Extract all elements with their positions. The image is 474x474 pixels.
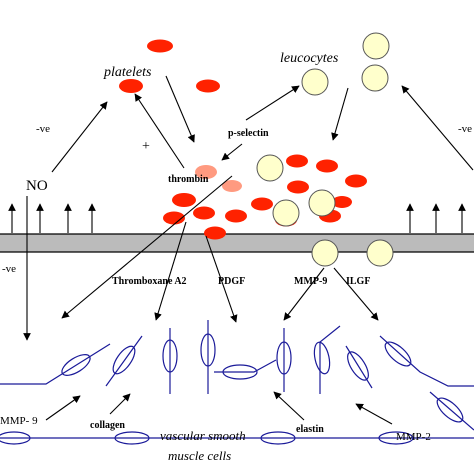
platelet-icon	[287, 180, 309, 194]
lower-arrows	[45, 391, 393, 425]
no-label: NO	[26, 178, 48, 194]
platelet-icon	[119, 79, 143, 93]
platelet-icon	[193, 206, 215, 220]
muscle-cell	[379, 335, 474, 387]
platelet-icon	[204, 226, 226, 240]
leucocyte-icon	[256, 154, 284, 182]
negative-left-label: -ve	[2, 263, 16, 275]
muscle-cell	[429, 391, 474, 431]
platelet-icon	[332, 196, 352, 208]
leucocytes-group	[256, 32, 394, 267]
mmp9-arrow	[283, 267, 325, 321]
p-selectin-label: p-selectin	[228, 128, 269, 139]
collagen-arrow	[109, 393, 131, 415]
negative-top-label: -ve	[36, 123, 50, 135]
endothelium-band	[0, 233, 474, 253]
mmp9-label: MMP-9	[294, 276, 327, 287]
platelet-icon	[147, 39, 173, 53]
muscle-cell	[162, 328, 178, 394]
platelet-icon	[345, 174, 367, 188]
smooth-muscle-cells	[0, 320, 474, 445]
mmp9-left-arrow	[45, 395, 81, 421]
elastin-arrow	[273, 391, 305, 421]
elastin-label: elastin	[296, 424, 324, 435]
platelet-icon	[172, 193, 196, 207]
leucocytes-label: leucocytes	[280, 51, 339, 66]
leucocyte-icon	[361, 64, 389, 92]
platelets-to-thrombin-arrow	[165, 75, 195, 143]
thrombin-label: thrombin	[168, 174, 209, 185]
pdgf-arrow	[205, 235, 238, 323]
mediator-arrows	[61, 175, 379, 323]
plus-label: +	[142, 139, 150, 154]
thrombin-to-cells-arrow	[61, 175, 233, 319]
no-to-platelets-arrow	[51, 101, 108, 173]
collagen-label: collagen	[90, 420, 125, 431]
platelet-activated-icon	[222, 180, 242, 192]
leucocyte-icon	[366, 239, 394, 267]
mmp2-label: MMP-2	[396, 431, 431, 443]
thromboxane-arrow	[154, 221, 187, 321]
muscle-cell	[214, 359, 277, 380]
platelet-icon	[286, 154, 308, 168]
platelet-icon	[225, 209, 247, 223]
thromboxane-label: Thromboxane A2	[112, 276, 187, 287]
leucocyte-icon	[362, 32, 390, 60]
vsmc-label-line2: muscle cells	[168, 448, 231, 463]
membrane-up-arrows	[8, 203, 466, 233]
muscle-cell	[105, 335, 143, 387]
platelet-icon	[163, 211, 185, 225]
platelet-activated-icon	[195, 165, 217, 179]
leucocyte-icon	[301, 68, 329, 96]
leucocyte-icon	[311, 239, 339, 267]
negative-right-label: -ve	[458, 123, 472, 135]
platelets-label: platelets	[103, 65, 152, 80]
muscle-cell	[345, 345, 373, 389]
ilgf-label: ILGF	[346, 276, 370, 287]
muscle-cell	[276, 328, 292, 392]
pselectin-to-leucocytes-arrow	[245, 85, 300, 121]
ilgf-arrow	[333, 267, 379, 321]
vsmc-label-line1: vascular smooth	[160, 428, 246, 443]
muscle-cell	[200, 320, 216, 394]
pselectin-to-platelet-arrow	[221, 143, 243, 161]
platelets-group	[119, 39, 367, 240]
upper-arrows	[51, 75, 474, 173]
labels: platelets leucocytes p-selectin thrombin…	[0, 51, 472, 463]
mmp2-arrow	[355, 403, 393, 425]
muscle-cell	[313, 325, 341, 394]
pdgf-label: PDGF	[218, 276, 245, 287]
platelet-icon	[251, 197, 273, 211]
thrombin-to-platelets-arrow	[134, 93, 185, 169]
platelet-icon	[196, 79, 220, 93]
muscle-cell	[0, 343, 111, 385]
membrane-fill	[0, 234, 474, 252]
muscle-cell	[0, 431, 474, 445]
mmp9-bottom-label: MMP- 9	[0, 415, 38, 427]
leucocyte-icon	[308, 189, 336, 217]
platelet-icon	[316, 159, 338, 173]
leucocyte-icon	[272, 199, 300, 227]
right-inhibition-arrow	[401, 85, 474, 171]
leucocytes-to-adhesion-arrow	[331, 87, 349, 141]
